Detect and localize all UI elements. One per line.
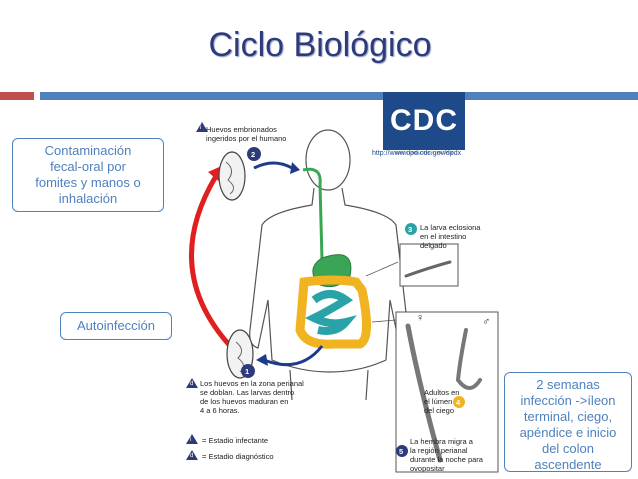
stage-2-label: Huevos embrionados ingeridos por el huma… [206,125,286,143]
stage-1-line: 4 a 6 horas. [200,406,240,415]
callout-transmission: Contaminación fecal-oral por fomites y m… [12,138,164,212]
stage-1-line: de los huevos maduran en [200,397,289,406]
stage-3-line: en el intestino [420,232,467,241]
legend-diagnostic-marker [186,450,198,460]
callout-line: ascendente [534,457,602,472]
callout-line: terminal, ciego, [523,409,613,424]
arrowhead-egg [256,354,268,366]
marker-2-text: 2 [251,150,256,159]
esophagus [302,167,324,261]
marker-4-text: 4 [456,398,461,407]
stage-5-label: La hembra migra a la región perianal dur… [410,437,483,473]
callout-autoinfection-text: Autoinfección [76,318,156,333]
stage-5-line: ovopositar [410,464,445,473]
cdc-logo-text: CDC [390,104,458,137]
stage-4-line: Adultos en [424,388,460,397]
stage-4-line: del ciego [424,406,455,415]
larva [404,260,452,278]
female-worm [405,323,443,463]
stage-2-line: ingeridos por el humano [206,134,287,143]
legend-infective-letter: i [190,437,192,443]
stage-1-label: Los huevos en la zona perianal se doblan… [200,379,304,415]
egg-ingested [218,151,246,201]
stage-4-label: Adultos en el lúmen del ciego [424,388,459,415]
stage-3-line: delgado [420,241,447,250]
legend-infective: = Estadio infectante [202,436,269,445]
callout-line: fomites y manos o [35,175,141,190]
stage-5-line: durante la noche para [410,455,483,464]
stage-3-line: La larva eclosiona [420,223,481,232]
legend-diagnostic-letter: d [190,453,194,459]
callout-line: fecal-oral por [50,159,126,174]
marker-1 [241,364,255,378]
arrowhead-mouth [290,162,300,174]
legend-infective-marker [186,434,198,444]
marker-3-text: 3 [408,225,413,234]
stage-3-label: La larva eclosiona en el intestino delga… [420,223,480,250]
stage-4-line: el lúmen [424,397,453,406]
callout-line: del colon [541,441,595,456]
autoinfection-arrow [189,174,234,350]
marker-4 [453,396,465,408]
stage-5-line: la región perianal [410,446,468,455]
callout-infection-site: 2 semanas infección ->íleon terminal, ci… [504,372,632,472]
callout-line: inhalación [58,191,118,206]
callout-autoinfection: Autoinfección [60,312,172,340]
cdc-logo: CDC [383,92,465,150]
callout-line: apéndice e inicio [519,425,617,440]
stage-2-line: Huevos embrionados [206,125,277,134]
adults-panel [395,311,499,473]
callout-line: 2 semanas [536,377,600,392]
cdc-tagline: SAFER • HEALTHIER • PEOPLE [394,150,454,155]
arrow-egg-to-mouth [253,161,293,170]
arrow-to-egg [263,345,324,367]
infective-marker-top [196,122,208,132]
colon [295,275,371,349]
diagnostic-marker [186,378,198,388]
male-symbol: ♂ [482,316,491,328]
marker-2 [247,147,261,161]
male-worm [455,328,482,390]
marker-5 [396,445,408,457]
page-title: Ciclo Biológico [208,26,432,64]
stage-1-line: Los huevos en la zona perianal [200,379,304,388]
marker-5-text: 5 [399,447,404,456]
stage-1-line: se doblan. Las larvas dentro [200,388,295,397]
callout-line: Contaminación [44,143,132,158]
cdc-url: http://www.dpd.cdc.gov/dpdx [372,150,462,157]
accent-bar-red [0,92,34,100]
small-intestine [305,290,357,335]
stage-5-line: La hembra migra a [410,437,473,446]
accent-bar-blue [40,92,638,100]
infective-marker-letter: i [200,125,202,131]
larva-panel [399,243,459,287]
marker-1-text: 1 [245,367,250,376]
marker-3 [405,223,417,235]
callout-line: infección ->íleon [520,393,616,408]
legend-diagnostic: = Estadio diagnóstico [202,452,274,461]
female-symbol: ♀ [416,312,425,324]
diagnostic-marker-letter: d [190,381,194,387]
